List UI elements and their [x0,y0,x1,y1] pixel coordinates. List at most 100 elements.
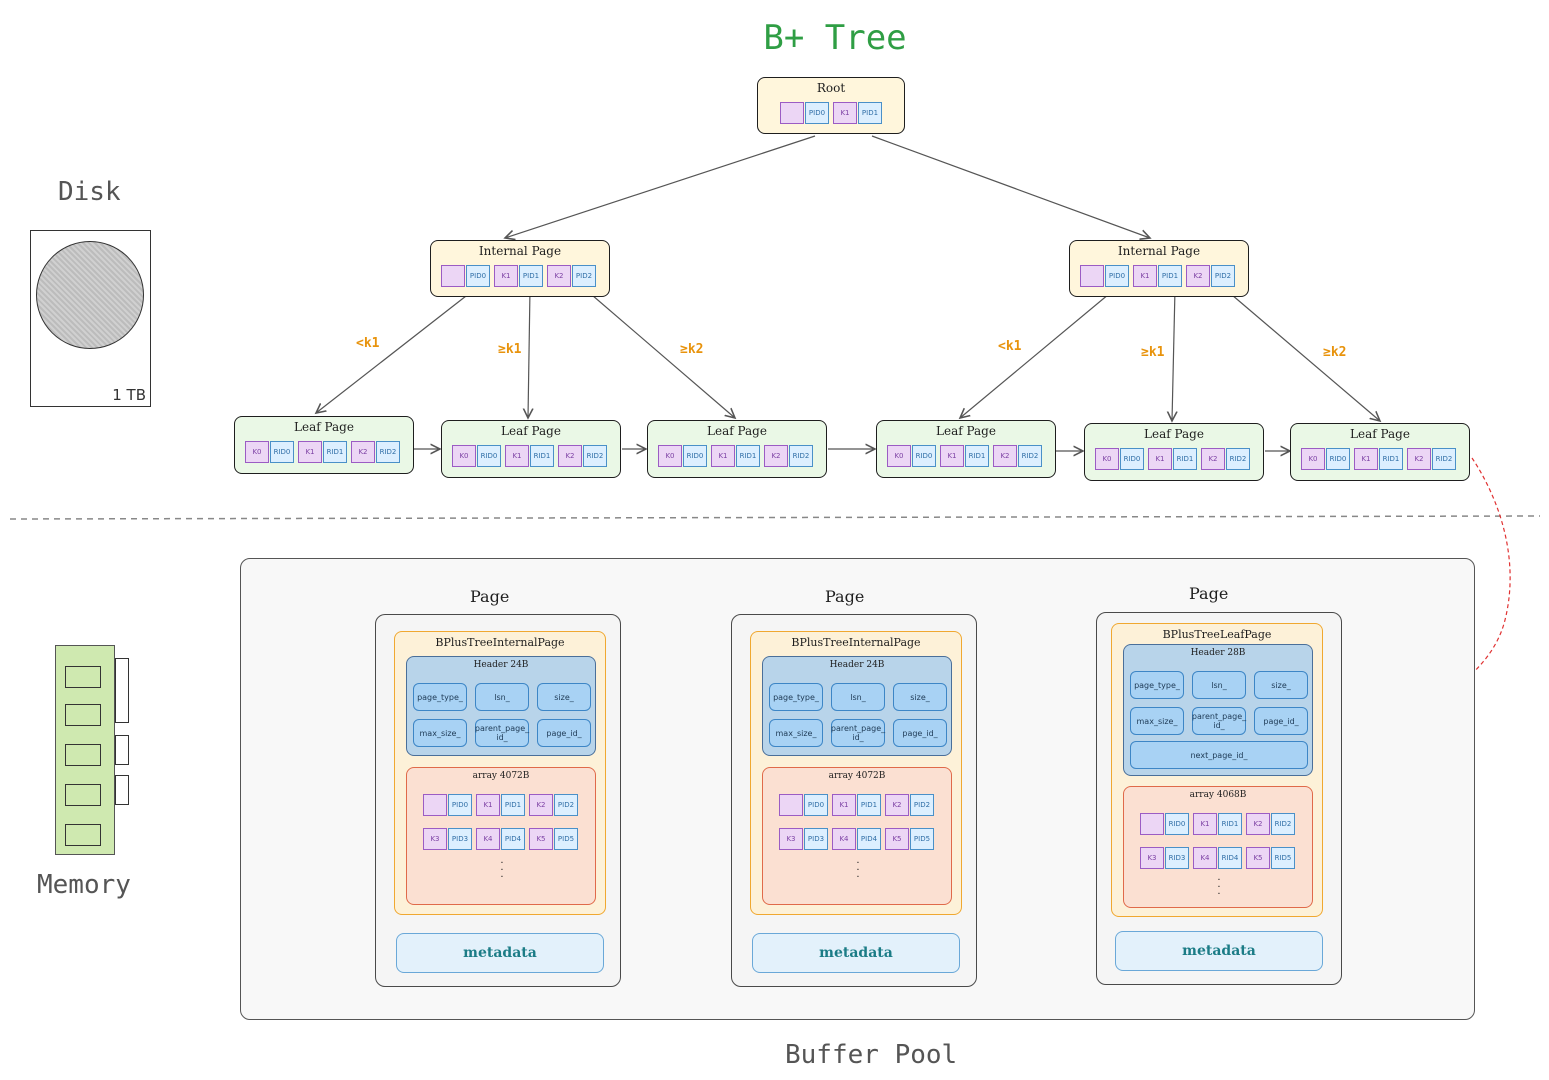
leaf-cell: K1 [505,445,529,467]
internal-cell: K2 [1186,265,1210,287]
edge-label-ge-k1: ≥k1 [1141,345,1165,360]
metadata-block: metadata [396,933,604,973]
root-cell [780,102,804,124]
memory-label: Memory [37,870,131,900]
array-cell: K1 [1193,813,1217,835]
root-cell: K1 [833,102,857,124]
disk-platter [36,241,144,349]
struct-title: BPlusTreeInternalPage [435,636,565,649]
edge-label-lt-k1: <k1 [998,339,1022,354]
internal-page-label: Internal Page [478,244,562,258]
internal-cell: K1 [1133,265,1157,287]
field-lsn: lsn_ [831,683,885,711]
array-cell: PID5 [910,828,934,850]
leaf-cell: RID1 [530,445,554,467]
array-cell: K2 [1246,813,1270,835]
leaf-cell: RID2 [1432,448,1456,470]
leaf-page-label: Leaf Page [1350,427,1410,441]
root-node: Root PID0 K1 PID1 [757,77,905,134]
array-cell [423,794,447,816]
leaf-page-2: Leaf Page K0 RID0 K1 RID1 K2 RID2 [441,420,621,478]
field-size: size_ [893,683,947,711]
internal-page-right: Internal Page PID0 K1 PID1 K2 PID2 [1069,240,1249,297]
edge-label-ge-k1: ≥k1 [498,342,522,357]
edge-internal1-leaf3 [584,288,735,418]
leaf-cell: RID1 [1379,448,1403,470]
memory-icon [55,645,115,855]
memory-pin [115,775,129,805]
array-title: array 4068B [1189,790,1247,800]
leaf-cell: RID0 [683,445,707,467]
array-cell: K2 [529,794,553,816]
disk-capacity: 1 TB [112,386,146,404]
array-cell: RID3 [1165,847,1189,869]
page-frame: BPlusTreeLeafPage Header 28B page_type_ … [1096,612,1342,985]
internal-cell: PID2 [1211,265,1235,287]
field-max-size: max_size_ [413,719,467,747]
array-cell: K1 [832,794,856,816]
field-size: size_ [537,683,591,711]
leaf-cell: RID2 [789,445,813,467]
leaf-page-1: Leaf Page K0 RID0 K1 RID1 K2 RID2 [234,416,414,474]
leaf-cell: RID0 [1120,448,1144,470]
edge-internal1-leaf1 [316,288,476,413]
ellipsis-dots: ··· [500,858,504,883]
internal-page-left: Internal Page PID0 K1 PID1 K2 PID2 [430,240,610,297]
header-block: Header 28B page_type_ lsn_ size_ max_siz… [1123,644,1313,776]
edge-internal2-leaf4 [960,288,1116,418]
root-cell: PID1 [858,102,882,124]
leaf-cell: K2 [351,441,375,463]
leaf-cell: RID0 [912,445,936,467]
array-cell: K1 [476,794,500,816]
field-page-id: page_id_ [1254,707,1308,735]
page-title: Page [470,587,510,606]
edge-internal1-leaf2 [528,288,530,418]
leaf-cell: RID1 [323,441,347,463]
buffer-pool-label: Buffer Pool [785,1040,958,1070]
root-cell: PID0 [805,102,829,124]
array-cell: PID5 [554,828,578,850]
field-page-id: page_id_ [537,719,591,747]
internal-cell: K2 [547,265,571,287]
leaf-cell: K0 [452,445,476,467]
leaf-cell: K0 [1301,448,1325,470]
internal-page-struct: BPlusTreeInternalPage Header 24B page_ty… [394,631,606,915]
page-title: Page [1189,584,1229,603]
leaf-cell: RID2 [583,445,607,467]
struct-title: BPlusTreeInternalPage [791,636,921,649]
array-title: array 4072B [472,771,530,781]
edge-label-lt-k1: <k1 [356,336,380,351]
field-max-size: max_size_ [769,719,823,747]
divider-line [9,515,1541,520]
leaf-cell: K0 [658,445,682,467]
array-cell: PID2 [554,794,578,816]
edge-root-internal-left [505,135,816,238]
leaf-page-label: Leaf Page [1144,427,1204,441]
field-parent-page-id: parent_page_ id_ [1192,707,1246,735]
internal-page-struct: BPlusTreeInternalPage Header 24B page_ty… [750,631,962,915]
leaf-page-label: Leaf Page [707,424,767,438]
array-cell: K5 [1246,847,1270,869]
leaf-cell: K0 [1095,448,1119,470]
edge-root-internal-right [871,135,1150,238]
array-block: array 4072B PID0 K1 PID1 K2 PID2 K3 PID3… [406,767,596,905]
internal-cell: PID1 [1158,265,1182,287]
page-frame: BPlusTreeInternalPage Header 24B page_ty… [375,614,621,987]
memory-chip [65,666,101,688]
edge-internal2-leaf5 [1172,288,1175,421]
leaf-cell: RID1 [965,445,989,467]
root-label: Root [816,81,846,95]
array-cell: K2 [885,794,909,816]
array-title: array 4072B [828,771,886,781]
array-cell: RID2 [1271,813,1295,835]
disk-icon: 1 TB [30,230,151,407]
leaf-cell: K1 [298,441,322,463]
leaf-cell: RID0 [1326,448,1350,470]
internal-page-label: Internal Page [1117,244,1201,258]
metadata-block: metadata [1115,931,1323,971]
array-cell: PID1 [501,794,525,816]
leaf-cell: K2 [1201,448,1225,470]
field-lsn: lsn_ [475,683,529,711]
field-page-type: page_type_ [413,683,467,711]
